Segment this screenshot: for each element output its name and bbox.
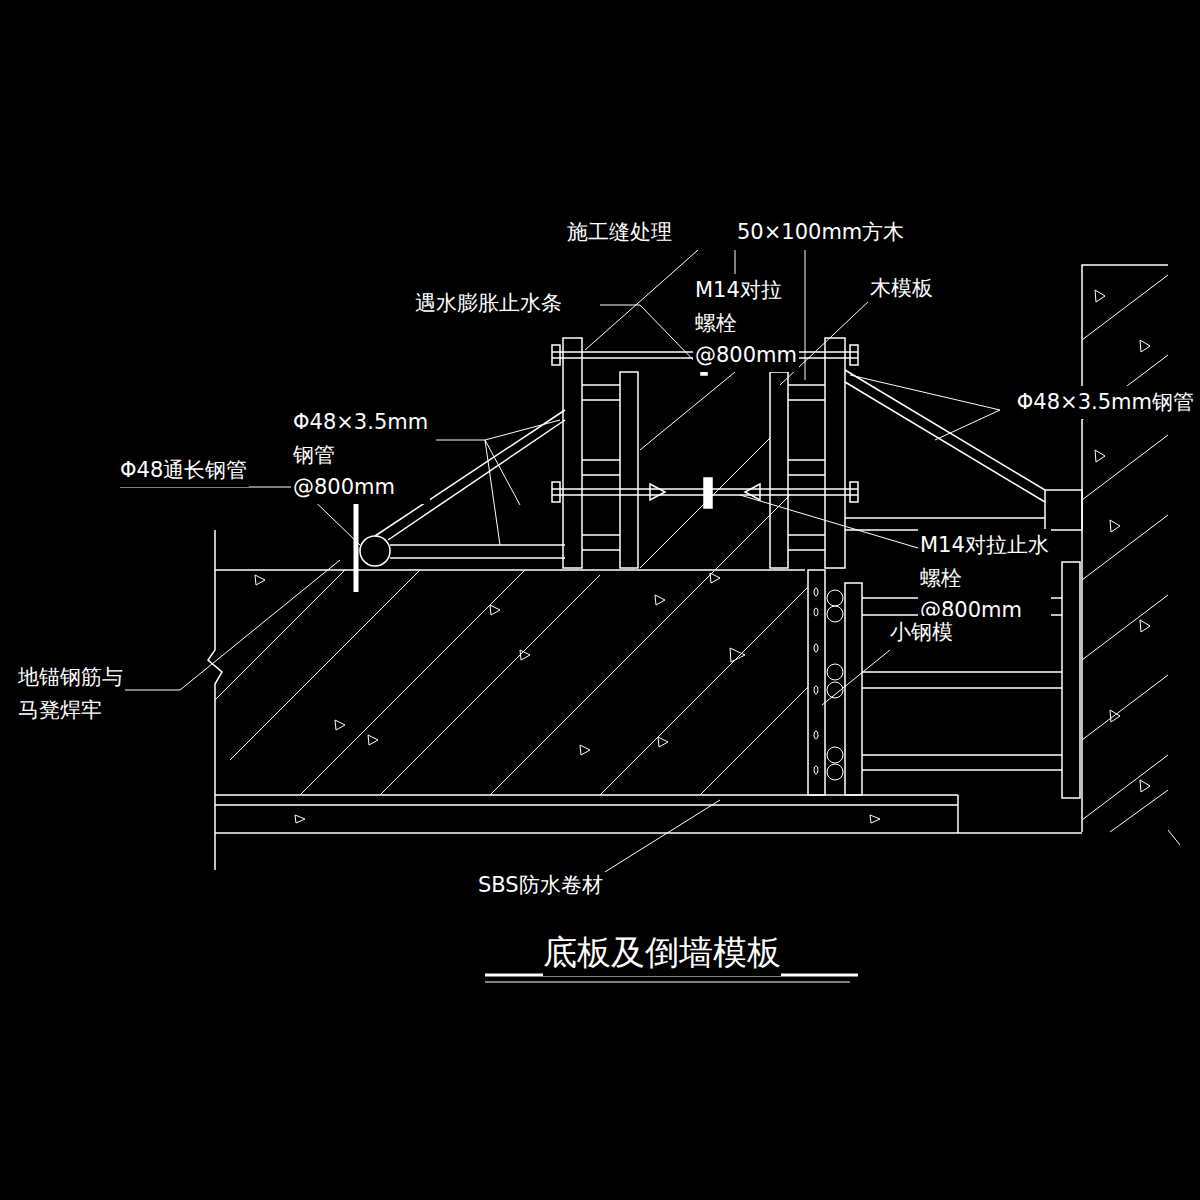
callout-label: M14对拉止水 螺栓@800mm [918, 529, 1051, 627]
drawing-title: 底板及倒墙模板 [543, 930, 781, 976]
callout-label: 施工缝处理 [565, 216, 674, 249]
callout-label: Φ48通长钢管 [118, 454, 249, 487]
callout-label: M14对拉 螺栓@800mm [693, 274, 799, 372]
callout-label: 50×100mm方木 [735, 216, 906, 249]
callout-label: Φ48×3.5mm 钢管@800mm [291, 406, 430, 504]
callout-label: 遇水膨胀止水条 [413, 287, 564, 320]
callout-label: Φ48×3.5mm钢管 [1015, 386, 1196, 419]
callout-label: 地锚钢筋与 马凳焊牢 [16, 661, 125, 726]
callout-label: 木模板 [868, 272, 935, 305]
callout-label: 小钢模 [888, 616, 955, 649]
callout-label: SBS防水卷材 [476, 869, 605, 902]
